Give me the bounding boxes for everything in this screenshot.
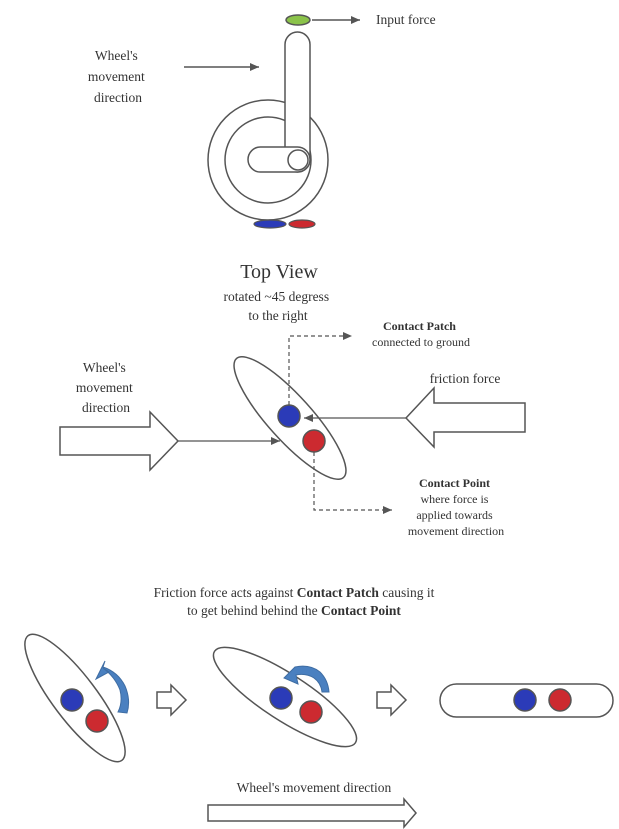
side-contact-patch (253, 219, 287, 229)
step-2-contact-patch (269, 686, 293, 710)
sequence-step-3 (439, 683, 614, 718)
bottom-direction-arrow (207, 796, 417, 829)
step-2-contact-point (299, 700, 323, 724)
wheel-direction-block-arrow (59, 410, 180, 472)
rotation-sequence (24, 633, 614, 763)
step-1-contact-point (85, 709, 109, 733)
top-view: Top View rotated ~45 degress to the righ… (59, 261, 526, 538)
step-3-contact-point (548, 688, 572, 712)
bottom-direction-label: Wheel's movement direction (237, 780, 392, 795)
explanation-line-2: to get behind behind the Contact Point (187, 603, 401, 618)
top-view-title: Top View (240, 261, 318, 283)
top-contact-point (302, 429, 326, 453)
step-1-contact-patch (60, 688, 84, 712)
sequence-arrow-2 (376, 683, 408, 717)
side-wheel-direction-label: Wheel's movement direction (88, 48, 148, 105)
sequence-arrow-1 (156, 683, 188, 717)
top-view-subtitle: rotated ~45 degress to the right (224, 289, 333, 323)
explanation-line-1: Friction force acts against Contact Patc… (154, 585, 435, 600)
explanation: Friction force acts against Contact Patc… (154, 585, 435, 618)
top-wheel-direction-label: Wheel's movement direction (76, 360, 136, 415)
friction-force-block-arrow (404, 386, 526, 449)
step-1-rotation-arrow (94, 660, 130, 714)
contact-patch-leader (288, 332, 352, 405)
axle-circle (287, 149, 309, 171)
contact-patch-label: Contact Patch connected to ground (372, 319, 470, 349)
side-view: Input force Wheel's movement direction (88, 12, 436, 229)
side-contact-point (288, 219, 316, 229)
sequence-step-1 (24, 633, 130, 763)
friction-force-label: friction force (430, 371, 501, 386)
top-contact-patch (277, 404, 301, 428)
sequence-step-2 (212, 646, 358, 748)
contact-point-leader (313, 452, 392, 514)
input-force-label: Input force (376, 12, 436, 27)
input-force-marker (285, 14, 311, 26)
contact-point-label: Contact Point where force is applied tow… (408, 476, 504, 538)
bottom-direction: Wheel's movement direction (207, 780, 417, 829)
step-3-contact-patch (513, 688, 537, 712)
step-2-rotation-arrow (283, 665, 330, 693)
